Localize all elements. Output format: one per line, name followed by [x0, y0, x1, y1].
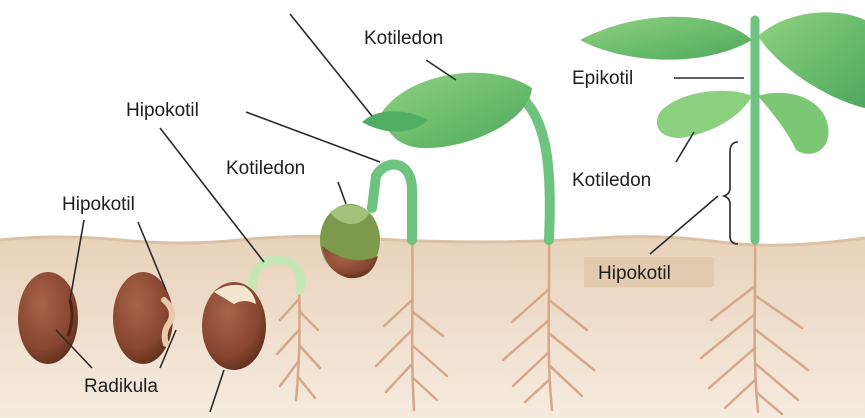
- label-kotiledon-mid: Kotiledon: [226, 158, 305, 179]
- label-epikotil: Epikotil: [572, 68, 633, 89]
- label-kotiledon-top: Kotiledon: [364, 28, 443, 49]
- seed-1: [18, 272, 78, 364]
- label-radikula: Radikula: [84, 376, 158, 397]
- label-hipokotil-mid: Hipokotil: [126, 100, 199, 121]
- seed-stage-1: [18, 272, 78, 364]
- label-kotiledon-right: Kotiledon: [572, 170, 651, 191]
- label-hipokotil-left: Hipokotil: [62, 194, 135, 215]
- label-hipokotil-right: Hipokotil: [598, 263, 671, 284]
